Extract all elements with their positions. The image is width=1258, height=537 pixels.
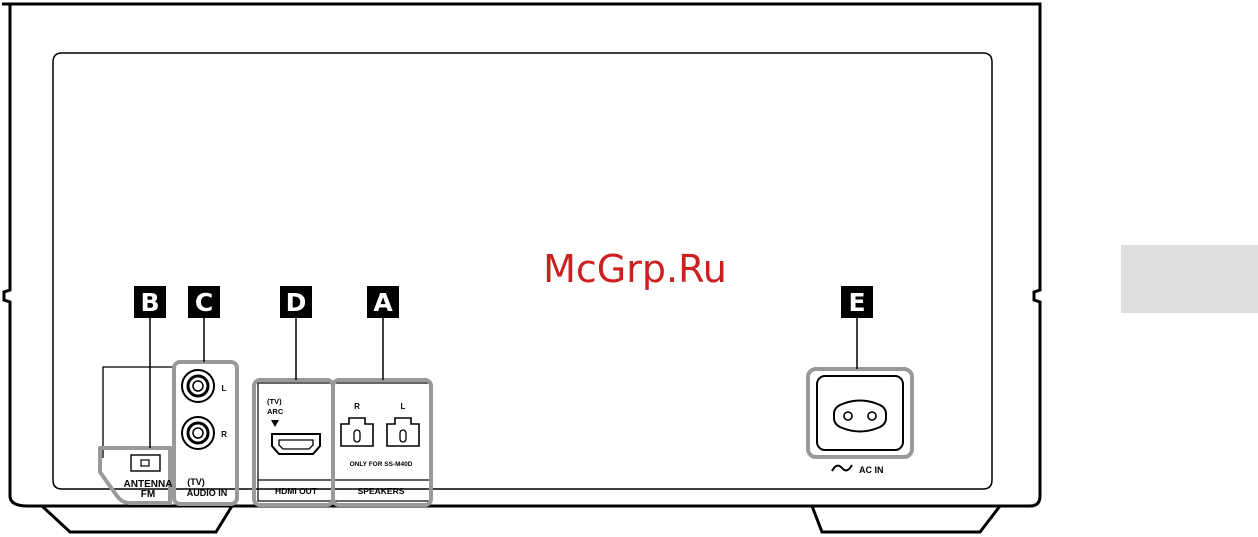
- speakers-label: SPEAKERS: [358, 486, 405, 496]
- callout-e: E: [841, 286, 873, 318]
- callout-d: D: [280, 286, 312, 318]
- audio-in-l-jack[interactable]: [182, 370, 214, 402]
- watermark: McGrp.Ru: [543, 247, 727, 291]
- hdmi-out-label: HDMI OUT: [275, 486, 318, 496]
- speaker-r-terminal[interactable]: [341, 418, 373, 446]
- callout-c: C: [188, 286, 220, 318]
- hdmi-out-port[interactable]: [272, 434, 320, 454]
- antenna-recess: [103, 367, 236, 458]
- audio-in-r-label: R: [221, 430, 227, 439]
- svg-text:D: D: [286, 288, 307, 317]
- callout-b: B: [134, 286, 166, 318]
- right-foot: [812, 506, 1000, 532]
- ac-inlet[interactable]: [834, 401, 886, 432]
- antenna-socket[interactable]: [131, 455, 160, 471]
- speakers-note: ONLY FOR SS-M40D: [350, 461, 413, 468]
- audio-in-r-jack[interactable]: [182, 417, 214, 449]
- hdmi-arrow-icon: [271, 420, 279, 427]
- callout-a: A: [367, 286, 399, 318]
- left-foot: [42, 506, 232, 532]
- speaker-l-terminal[interactable]: [387, 418, 419, 446]
- audio-in-label-line1: (TV): [187, 477, 205, 487]
- svg-text:B: B: [140, 288, 159, 317]
- hdmi-arc-label: ARC: [267, 407, 284, 416]
- antenna-label-line2: FM: [141, 489, 155, 500]
- audio-in-l-label: L: [222, 384, 227, 393]
- svg-text:C: C: [195, 288, 213, 317]
- audio-in-label-line2: AUDIO IN: [187, 488, 228, 498]
- ac-tilde-icon: [832, 465, 852, 471]
- speakers-l-label: L: [401, 402, 406, 411]
- speakers-r-label: R: [354, 402, 360, 411]
- hdmi-tv-label: (TV): [267, 397, 282, 406]
- svg-text:E: E: [848, 288, 865, 317]
- svg-text:A: A: [373, 288, 393, 317]
- ac-in-label: AC IN: [859, 465, 884, 475]
